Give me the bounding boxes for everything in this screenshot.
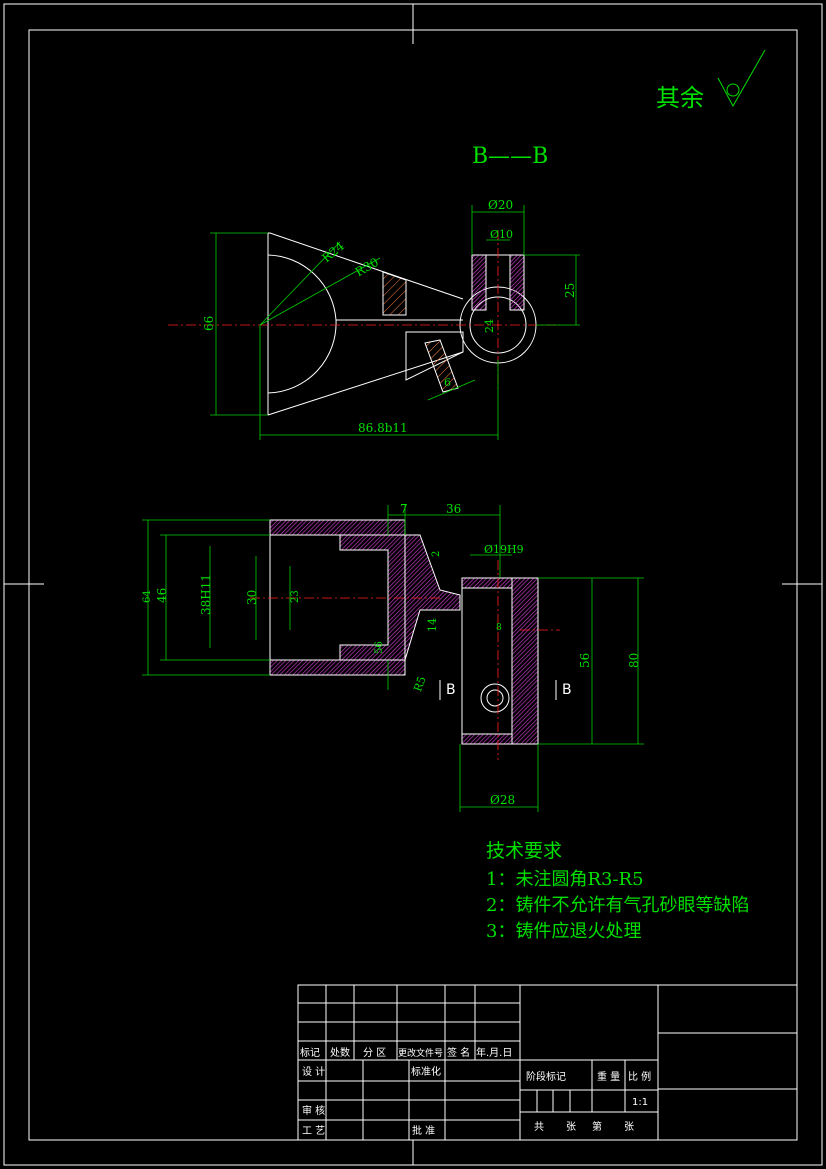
- dim-r24: R24: [319, 239, 347, 266]
- dim-36: 36: [446, 502, 461, 516]
- tb-count: 处数: [330, 1046, 350, 1059]
- tb-date: 年.月.日: [476, 1046, 512, 1059]
- tb-sheets-unit: 张: [566, 1121, 576, 1133]
- tech-item-1: 1：未注圆角R3-R5: [486, 869, 644, 890]
- dim-56-left: 56: [374, 641, 385, 654]
- tb-sheets-total: 共: [534, 1121, 544, 1133]
- dim-r5: R5: [411, 675, 428, 694]
- dim-46: 46: [155, 588, 169, 603]
- dim-56-right: 56: [578, 653, 592, 668]
- tb-zone: 分 区: [363, 1047, 386, 1059]
- dim-7: 7: [400, 502, 408, 516]
- dim-66: 66: [202, 316, 216, 331]
- dim-6: 6: [444, 376, 451, 389]
- tb-sheet-no: 第: [592, 1120, 602, 1133]
- dim-14: 14: [426, 618, 439, 632]
- dim-24: 24: [483, 319, 496, 333]
- roughness-label: 其余: [656, 84, 704, 112]
- tech-item-2: 2：铸件不允许有气孔砂眼等缺陷: [486, 895, 749, 916]
- section-b-right: B: [562, 682, 572, 698]
- top-view: 66 R24 R30 86.8b11 Ø20 Ø10 25 24 6: [168, 198, 580, 440]
- tb-weight: 重 量: [597, 1070, 620, 1083]
- section-b-left: B: [446, 682, 456, 698]
- tb-change-doc: 更改文件号: [398, 1047, 443, 1059]
- dim-2: 2: [431, 551, 442, 557]
- tech-title: 技术要求: [486, 840, 562, 862]
- tb-process: 工 艺: [302, 1125, 325, 1137]
- tb-signature: 签 名: [447, 1046, 470, 1059]
- dim-23: 23: [290, 590, 301, 603]
- dim-d10: Ø10: [490, 228, 513, 241]
- tb-scale: 比 例: [628, 1070, 651, 1083]
- roughness-symbol-icon: [717, 49, 766, 108]
- title-block: 标记 处数 分 区 更改文件号 签 名 年.月.日 设 计 标准化 阶段标记 重…: [297, 984, 798, 1141]
- tb-mark: 标记: [300, 1047, 320, 1059]
- dim-d28: Ø28: [490, 793, 515, 807]
- tech-requirements: 技术要求 1：未注圆角R3-R5 2：铸件不允许有气孔砂眼等缺陷 3：铸件应退火…: [486, 840, 749, 942]
- dim-8: 8: [496, 623, 502, 633]
- tb-design: 设 计: [302, 1065, 325, 1078]
- tb-stage-mark: 阶段标记: [526, 1070, 566, 1083]
- tb-review: 审 核: [302, 1104, 325, 1117]
- front-view: 7 36 Ø19H9 2 64 46 38H11 30 23 14 56 56 …: [142, 502, 644, 812]
- dim-25: 25: [563, 283, 577, 298]
- section-label: B——B: [472, 144, 548, 169]
- roughness-mark: 其余: [656, 49, 766, 112]
- dim-length: 86.8b11: [358, 421, 408, 435]
- dim-30: 30: [245, 590, 259, 605]
- dim-38h11: 38H11: [199, 574, 213, 615]
- dim-d19: Ø19H9: [484, 543, 524, 556]
- tb-scale-value: 1:1: [632, 1097, 648, 1108]
- tb-sheet-unit2: 张: [624, 1121, 634, 1133]
- dim-d20: Ø20: [488, 198, 513, 212]
- dim-80: 80: [627, 653, 641, 668]
- dim-r30: R30: [353, 255, 381, 279]
- dim-64: 64: [142, 590, 153, 603]
- tb-standardize: 标准化: [411, 1065, 441, 1078]
- tech-item-3: 3：铸件应退火处理: [486, 921, 641, 942]
- tb-approve: 批 准: [412, 1124, 435, 1137]
